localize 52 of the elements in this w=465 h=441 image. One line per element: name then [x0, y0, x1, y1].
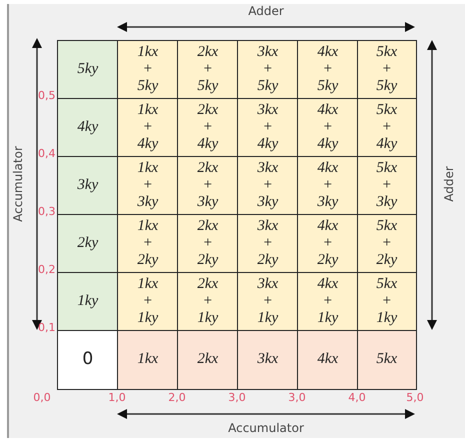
- table-cell: 5kx + 1ky: [357, 272, 416, 332]
- axis-title: Accumulator: [228, 421, 304, 435]
- table-cell: 3kx: [237, 330, 298, 390]
- table-cell: 3ky: [57, 156, 118, 216]
- table-cell: 4ky: [57, 98, 118, 158]
- table-cell: 4kx + 2ky: [297, 214, 358, 274]
- table-cell: 5ky: [57, 40, 118, 100]
- table-cell: 1ky: [57, 272, 118, 332]
- tick-label: 0,2: [38, 263, 56, 276]
- table-cell: 3kx + 2ky: [237, 214, 298, 274]
- table-cell: 2ky: [57, 214, 118, 274]
- table-cell: 1kx + 5ky: [117, 40, 178, 100]
- table-cell: 5kx + 3ky: [357, 156, 416, 216]
- table-cell: 3kx + 3ky: [237, 156, 298, 216]
- tick-label: 4,0: [348, 391, 366, 404]
- tick-label: 3,0: [228, 391, 246, 404]
- tick-label: 0,4: [38, 147, 56, 160]
- tick-label: 5,0: [406, 391, 424, 404]
- table-cell: 1kx: [117, 330, 178, 390]
- table-cell: 4kx + 1ky: [297, 272, 358, 332]
- table-cell: 5kx + 2ky: [357, 214, 416, 274]
- table-cell: 2kx + 4ky: [177, 98, 238, 158]
- table-cell: 3kx + 1ky: [237, 272, 298, 332]
- table-cell: 5kx + 4ky: [357, 98, 416, 158]
- table-cell: 2kx + 5ky: [177, 40, 238, 100]
- axis-title: Accumulator: [11, 146, 25, 222]
- table-cell: 2kx + 1ky: [177, 272, 238, 332]
- axis-title: Adder: [442, 166, 456, 202]
- tick-label: 0,1: [38, 321, 56, 334]
- table-cell: 2kx + 2ky: [177, 214, 238, 274]
- table-cell: 5kx + 5ky: [357, 40, 416, 100]
- tick-label: 0,5: [38, 89, 56, 102]
- table-cell: 1kx + 1ky: [117, 272, 178, 332]
- table-cell: 4kx + 3ky: [297, 156, 358, 216]
- tick-label: 2,0: [168, 391, 186, 404]
- table-cell: 2kx: [177, 330, 238, 390]
- tick-label: 0,3: [38, 205, 56, 218]
- table-cell: 1kx + 2ky: [117, 214, 178, 274]
- table-cell: 0: [57, 330, 118, 390]
- table-cell: 5kx: [357, 330, 416, 390]
- table-cell: 4kx + 4ky: [297, 98, 358, 158]
- tick-label: 3,0: [288, 391, 306, 404]
- tick-label: 1,0: [108, 391, 126, 404]
- table-cell: 1kx + 4ky: [117, 98, 178, 158]
- table-cell: 1kx + 3ky: [117, 156, 178, 216]
- tick-label: 0,0: [33, 391, 51, 404]
- table-cell: 3kx + 5ky: [237, 40, 298, 100]
- axis-title: Adder: [248, 4, 284, 18]
- table-cell: 4kx: [297, 330, 358, 390]
- table-cell: 4kx + 5ky: [297, 40, 358, 100]
- table-cell: 2kx + 3ky: [177, 156, 238, 216]
- table-cell: 3kx + 4ky: [237, 98, 298, 158]
